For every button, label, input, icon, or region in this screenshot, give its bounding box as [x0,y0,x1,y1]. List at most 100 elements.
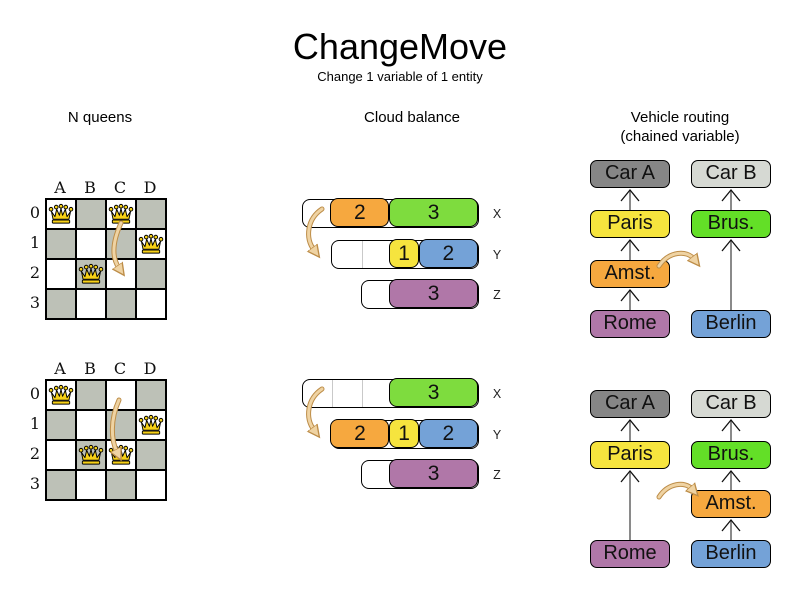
node-berlin-after: Berlin [691,540,771,568]
process-block-2-blue: 2 [418,419,478,449]
cell-A1 [46,229,76,259]
computer-Z-after: 3 [360,459,479,489]
cell-C2 [106,259,136,289]
board-2-col-label-C: C [113,359,127,378]
section-header-nqueens: N queens [67,109,133,126]
process-block-1-yellow: 1 [389,419,419,449]
node-paris-before: Paris [590,210,670,238]
cell-B3 [76,470,106,500]
process-block-3-green: 3 [389,378,478,408]
computer-label-Z-before: Z [493,287,501,302]
board-1-row-label-0: 0 [29,203,40,222]
cell-A2 [46,259,76,289]
process-block-3-purple: 3 [389,459,478,489]
board-1-col-label-B: B [84,178,96,197]
node-rome-before: Rome [590,310,670,338]
vehicle-routing-header-line1: Vehicle routing [630,109,730,126]
chain-arrowhead-icon [721,188,741,202]
cell-D3 [136,470,166,500]
node-paris-after: Paris [590,441,670,469]
board-1-col-label-D: D [143,178,157,197]
chain-arrowhead-icon [620,418,640,432]
cell-B0 [76,380,106,410]
cell-A1 [46,410,76,440]
computer-X-after: 3 [301,378,479,408]
node-carb-before: Car B [691,160,771,188]
board-2-col-label-B: B [84,359,96,378]
board-1-row-label-3: 3 [29,293,40,312]
cell-D0 [136,199,166,229]
node-brus-before: Brus. [691,210,771,238]
page-subtitle: Change 1 variable of 1 entity [317,69,483,84]
queen-B2-icon [78,444,104,466]
node-brus-after: Brus. [691,441,771,469]
chain-arrowhead-icon [721,238,741,252]
chain-arrowhead-icon [721,518,741,532]
process-block-3-green: 3 [389,198,478,228]
queen-A0-icon [48,203,74,225]
queen-D1-icon [138,414,164,436]
cell-A2 [46,440,76,470]
computer-label-X-after: X [492,386,502,401]
free-capacity-separator [332,380,333,407]
cell-C3 [106,289,136,319]
queen-C0-icon [108,203,134,225]
cell-B0 [76,199,106,229]
board-2-row-label-2: 2 [29,444,40,463]
chain-arrowhead-icon [620,469,640,483]
cell-B1 [76,410,106,440]
cell-B1 [76,229,106,259]
node-amst-before: Amst. [590,260,670,288]
board-2-col-label-A: A [54,359,66,378]
process-block-2-orange: 2 [330,419,390,449]
node-amst-after: Amst. [691,490,771,518]
queen-C2-icon [108,444,134,466]
free-capacity-separator [361,241,363,268]
board-2-row-label-0: 0 [29,384,40,403]
cell-C1 [106,229,136,259]
process-block-1-yellow: 1 [389,239,419,269]
cell-C1 [106,410,136,440]
move-arrow-vehicle-after [656,484,692,500]
node-cara-after: Car A [590,390,670,418]
board-2-row-label-1: 1 [29,414,40,433]
board-2-col-label-D: D [143,359,157,378]
board-1-col-label-A: A [54,178,66,197]
process-block-3-purple: 3 [389,279,478,309]
board-1-row-label-2: 2 [29,263,40,282]
section-header-cloud-balance: Cloud balance [364,109,460,126]
chain-arrowhead-icon [721,469,741,483]
process-block-2-blue: 2 [418,239,478,269]
cell-D2 [136,440,166,470]
node-carb-after: Car B [691,390,771,418]
computer-label-Z-after: Z [493,467,501,482]
queen-B2-icon [78,263,104,285]
node-berlin-before: Berlin [691,310,771,338]
nqueens-board-before [45,198,167,320]
board-1-row-label-1: 1 [29,233,40,252]
computer-label-Y-after: Y [492,427,502,442]
computer-label-X-before: X [492,206,502,221]
free-capacity-separator [361,380,363,407]
chain-arrowhead-icon [721,418,741,432]
cell-D0 [136,380,166,410]
cell-A3 [46,470,76,500]
computer-label-Y-before: Y [492,247,502,262]
chain-connectors [620,188,741,540]
queen-A0-icon [48,384,74,406]
cell-A3 [46,289,76,319]
cell-C3 [106,470,136,500]
chain-arrowhead-icon [620,288,640,302]
chain-arrowhead-icon [620,238,640,252]
vehicle-routing-header-line2: (chained variable) [620,128,740,145]
cell-D2 [136,259,166,289]
node-rome-after: Rome [590,540,670,568]
cell-D3 [136,289,166,319]
page-title: ChangeMove [292,26,508,67]
computer-Z-before: 3 [360,279,479,309]
section-header-vehicle-routing: Vehicle routing (chained variable) [580,108,780,146]
